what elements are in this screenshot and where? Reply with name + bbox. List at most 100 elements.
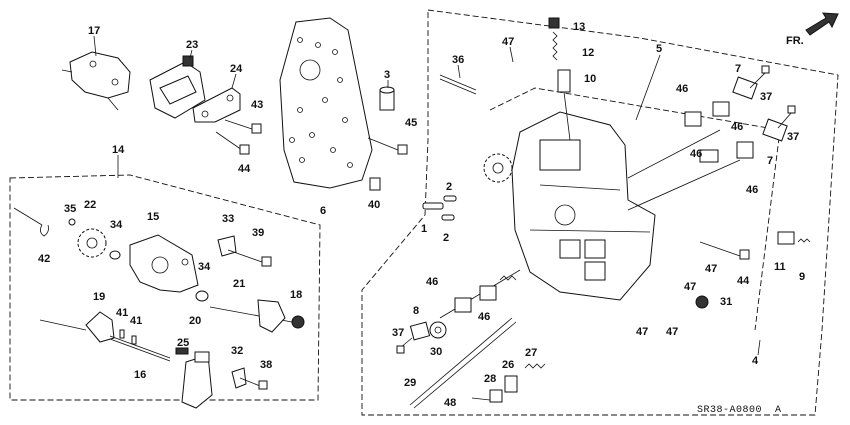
callout-37-upper: 37 xyxy=(760,91,772,103)
part-43-bolt xyxy=(224,119,262,134)
part-30-seal xyxy=(429,321,447,339)
callout-1: 1 xyxy=(421,223,427,235)
part-42-clip xyxy=(13,207,49,237)
lower-spool-assembly xyxy=(439,269,521,319)
part-12-spring xyxy=(552,31,558,61)
callout-47-c: 47 xyxy=(636,326,648,338)
part-33-bracket xyxy=(217,235,237,257)
part-24-bracket xyxy=(192,87,241,123)
callout-23: 23 xyxy=(186,39,198,51)
part-15-pump xyxy=(129,234,199,293)
spool-upper xyxy=(627,101,730,179)
callout-41-b: 41 xyxy=(130,315,142,327)
callout-44-right: 44 xyxy=(737,275,750,287)
part-11-sleeve xyxy=(777,231,795,245)
part-32-bracket xyxy=(231,367,247,389)
callout-47-a: 47 xyxy=(705,263,717,275)
callout-47-b: 47 xyxy=(684,281,696,293)
part-23-mount xyxy=(149,55,206,119)
part-40-cap xyxy=(369,177,381,191)
callout-13: 13 xyxy=(573,21,585,33)
part-9-spring xyxy=(797,238,811,243)
part-28-plug xyxy=(489,389,503,403)
callout-44-left: 44 xyxy=(238,163,251,175)
callout-37-lower: 37 xyxy=(392,327,404,339)
callout-28: 28 xyxy=(484,373,496,385)
callout-19: 19 xyxy=(93,291,105,303)
callout-47-d: 47 xyxy=(666,326,678,338)
callout-30: 30 xyxy=(430,346,442,358)
callout-41-a: 41 xyxy=(116,307,128,319)
part-6-separator-plate xyxy=(279,17,373,189)
part-2-pins xyxy=(441,195,457,221)
callout-45: 45 xyxy=(405,117,417,129)
part-7-cover-lower xyxy=(762,118,788,142)
gear-wheel xyxy=(483,153,513,183)
callout-48: 48 xyxy=(444,397,456,409)
callout-46-e: 46 xyxy=(426,276,438,288)
callout-21: 21 xyxy=(233,278,245,290)
callout-47-top: 47 xyxy=(502,36,514,48)
callout-34-lower: 34 xyxy=(198,261,211,273)
callout-8: 8 xyxy=(413,305,419,317)
callout-7-lower: 7 xyxy=(767,155,773,167)
callout-3: 3 xyxy=(384,69,390,81)
part-20-solenoid xyxy=(181,351,213,409)
callout-25: 25 xyxy=(177,337,189,349)
callout-14: 14 xyxy=(112,144,125,156)
callout-26: 26 xyxy=(502,359,514,371)
callout-22: 22 xyxy=(84,199,96,211)
part-44-bolt-left xyxy=(215,131,250,155)
part-44-bolt-right xyxy=(699,241,750,260)
part-5-valve-body xyxy=(511,111,656,301)
callout-12: 12 xyxy=(582,47,594,59)
callout-2-lower: 2 xyxy=(443,232,449,244)
callout-7-upper: 7 xyxy=(735,63,741,75)
part-38-bolt xyxy=(239,377,268,390)
callout-5: 5 xyxy=(656,43,662,55)
part-39-bolt xyxy=(227,249,272,267)
part-25-clip xyxy=(175,347,189,355)
callout-labels: 17 23 24 3 36 43 45 44 40 6 14 35 22 34 … xyxy=(38,21,805,409)
callout-20: 20 xyxy=(189,315,201,327)
callout-29: 29 xyxy=(404,377,416,389)
callout-36: 36 xyxy=(452,54,464,66)
part-34-washer-lower xyxy=(195,290,209,302)
part-27-spring xyxy=(524,363,546,369)
part-37-bolt-right xyxy=(777,105,796,129)
callout-16: 16 xyxy=(134,369,146,381)
front-direction-arrow: FR. xyxy=(786,12,839,47)
callout-15: 15 xyxy=(147,211,159,223)
part-13-cap xyxy=(548,17,560,29)
callout-11: 11 xyxy=(774,261,786,273)
valve-body-inner-outline xyxy=(489,87,781,331)
figure-code-text: SR38-A0800 xyxy=(697,405,762,416)
part-35-pin xyxy=(68,218,76,226)
callout-18: 18 xyxy=(290,289,302,301)
part-1-pin xyxy=(422,202,444,210)
part-22-gear xyxy=(77,228,107,258)
part-26-sleeve xyxy=(504,375,518,393)
part-7-cover-upper xyxy=(732,76,758,100)
callout-27: 27 xyxy=(525,347,537,359)
callout-9: 9 xyxy=(799,271,805,283)
callout-31: 31 xyxy=(720,296,732,308)
part-29-rod xyxy=(409,317,517,409)
callout-24: 24 xyxy=(230,63,243,75)
part-45-bolt xyxy=(367,137,408,155)
part-21-shaft xyxy=(209,299,293,333)
part-36-pin xyxy=(439,74,477,95)
part-48-pin xyxy=(471,397,491,401)
callout-6: 6 xyxy=(320,205,326,217)
part-34-washer-upper xyxy=(109,250,121,260)
callout-17: 17 xyxy=(88,25,100,37)
part-10-sleeve xyxy=(557,69,571,141)
callout-2-upper: 2 xyxy=(446,181,452,193)
part-19-plate xyxy=(39,311,115,343)
part-16-rod xyxy=(109,335,171,362)
callout-10: 10 xyxy=(584,73,596,85)
callout-46-a: 46 xyxy=(676,83,688,95)
part-3-sleeve xyxy=(379,86,395,111)
callout-37-right: 37 xyxy=(787,131,799,143)
callout-43: 43 xyxy=(251,99,263,111)
